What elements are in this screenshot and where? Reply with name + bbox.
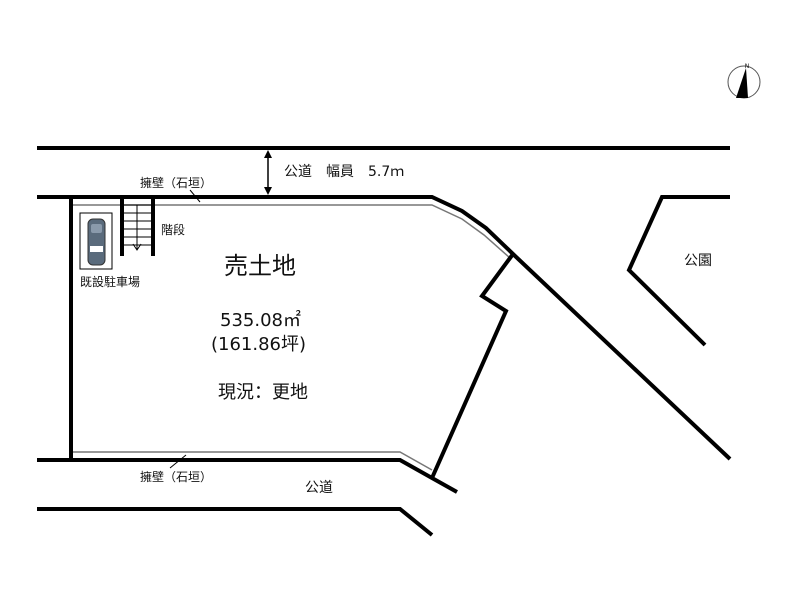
retaining-wall-top-line — [73, 204, 511, 259]
parking-label: 既設駐車場 — [80, 275, 141, 289]
public-road-top-label: 公道 幅員 5.7ｍ — [284, 164, 405, 180]
stairs-label: 階段 — [161, 223, 186, 237]
wall-leader-top — [189, 189, 201, 203]
wall-leader-bottom — [169, 454, 187, 469]
lot-right-boundary — [430, 252, 515, 479]
lot-top-boundary — [37, 195, 732, 461]
stairs-icon — [120, 197, 155, 256]
park-boundary — [626, 195, 730, 347]
parking-space — [79, 212, 113, 270]
north-label: N — [744, 63, 750, 70]
retaining-wall-top-label: 擁壁（石垣） — [140, 176, 213, 190]
area-tsubo: (161.86坪) — [211, 334, 307, 355]
current-status: 現況：更地 — [218, 382, 308, 403]
lot-bottom-boundary — [37, 458, 458, 494]
area-sqm: 535.08㎡ — [220, 310, 301, 331]
lot-title: 売土地 — [224, 252, 296, 280]
retaining-wall-bottom-label: 擁壁（石垣） — [140, 470, 213, 484]
car-icon — [87, 218, 106, 266]
double-arrow-icon — [264, 150, 272, 195]
park-label: 公園 — [684, 253, 712, 269]
public-road-bottom-label: 公道 — [305, 480, 333, 496]
compass-north-icon — [727, 65, 761, 99]
retaining-wall-bottom-line — [73, 451, 433, 471]
road-bottom-edge — [37, 507, 434, 537]
